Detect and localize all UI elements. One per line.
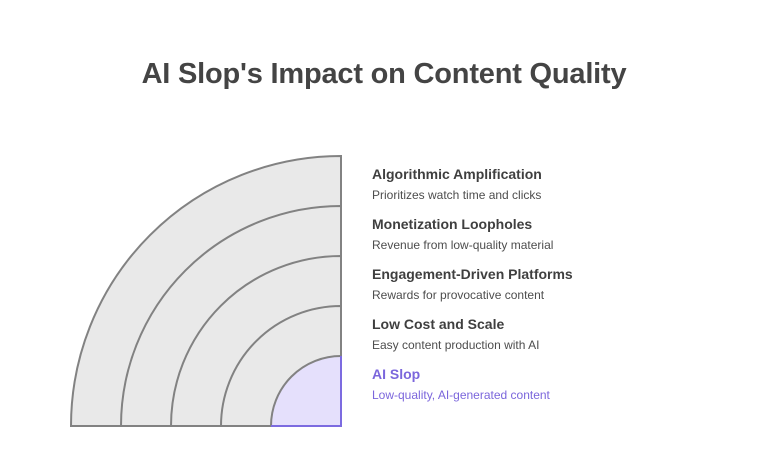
layer-label-algorithmic-amplification: Algorithmic Amplification Prioritizes wa… (372, 166, 542, 203)
layer-heading: AI Slop (372, 366, 421, 382)
layer-label-low-cost-and-scale: Low Cost and Scale Easy content producti… (372, 316, 539, 353)
core-arc-outline (270, 355, 342, 427)
layer-description: Revenue from low-quality material (372, 238, 554, 252)
diagram-title: AI Slop's Impact on Content Quality (141, 58, 627, 90)
layer-description: Easy content production with AI (372, 338, 540, 352)
layer-description: Rewards for provocative content (372, 288, 545, 302)
layer-core-ai-slop (271, 356, 341, 426)
layer-description: Low-quality, AI-generated content (372, 388, 550, 402)
layer-label-monetization-loopholes: Monetization Loopholes Revenue from low-… (372, 216, 553, 253)
layer-heading: Monetization Loopholes (372, 216, 533, 232)
layer-heading: Low Cost and Scale (372, 316, 505, 332)
layer-label-ai-slop: AI Slop Low-quality, AI-generated conten… (372, 366, 550, 403)
layer-heading: Algorithmic Amplification (372, 166, 542, 182)
layer-heading: Engagement-Driven Platforms (372, 266, 573, 282)
layer-label-engagement-driven-platforms: Engagement-Driven Platforms Rewards for … (372, 266, 573, 303)
layer-description: Prioritizes watch time and clicks (372, 188, 542, 202)
core-edge-outline (271, 356, 342, 427)
